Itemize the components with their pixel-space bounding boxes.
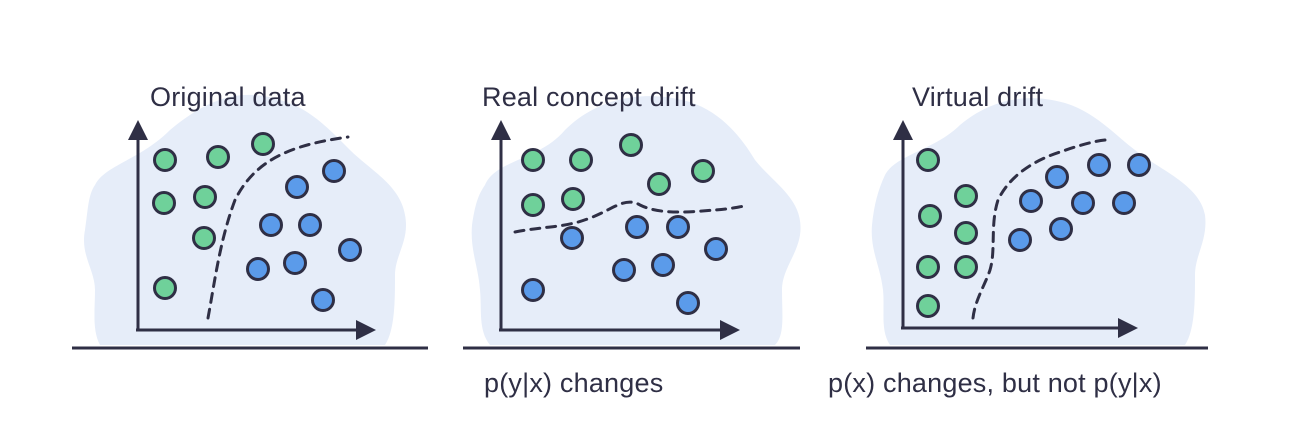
blue-point bbox=[283, 251, 307, 275]
blue-point bbox=[704, 237, 728, 261]
background-blob bbox=[871, 98, 1206, 345]
panel-title-original: Original data bbox=[150, 82, 306, 112]
blue-point bbox=[560, 226, 584, 250]
axis-arrow-icon bbox=[1118, 318, 1138, 338]
blue-point bbox=[1045, 165, 1069, 189]
green-point bbox=[153, 148, 177, 172]
panel-title-virtual-drift: Virtual drift bbox=[912, 82, 1044, 112]
green-point bbox=[206, 145, 230, 169]
blue-point bbox=[1127, 153, 1151, 177]
axis-arrow-icon bbox=[893, 120, 913, 140]
green-point bbox=[521, 193, 545, 217]
green-point bbox=[619, 133, 643, 157]
dashed-boundary bbox=[971, 138, 1107, 320]
blue-point bbox=[666, 215, 690, 239]
green-point bbox=[561, 187, 585, 211]
points-blue bbox=[1008, 153, 1151, 252]
blue-point bbox=[1049, 217, 1073, 241]
green-point bbox=[251, 132, 275, 156]
panel-virtual-drift bbox=[866, 98, 1208, 350]
panel-title-real-drift: Real concept drift bbox=[482, 82, 696, 112]
green-point bbox=[954, 184, 978, 208]
caption-virtual-drift: p(x) changes, but not p(y|x) bbox=[828, 368, 1162, 398]
blue-point bbox=[285, 175, 309, 199]
blue-point bbox=[676, 291, 700, 315]
axis-arrow-icon bbox=[356, 320, 376, 340]
blue-point bbox=[311, 288, 335, 312]
blue-point bbox=[1019, 189, 1043, 213]
points-green bbox=[916, 148, 978, 318]
green-point bbox=[916, 255, 940, 279]
axis-arrow-icon bbox=[128, 120, 148, 140]
blue-point bbox=[625, 215, 649, 239]
green-point bbox=[916, 294, 940, 318]
panel-real-drift bbox=[463, 96, 801, 350]
green-point bbox=[569, 148, 593, 172]
blue-point bbox=[298, 213, 322, 237]
green-point bbox=[916, 148, 940, 172]
blue-point bbox=[521, 278, 545, 302]
green-point bbox=[647, 172, 671, 196]
green-point bbox=[954, 221, 978, 245]
green-point bbox=[193, 185, 217, 209]
points-blue bbox=[521, 215, 728, 315]
green-point bbox=[521, 148, 545, 172]
green-point bbox=[152, 191, 176, 215]
blue-point bbox=[338, 238, 362, 262]
caption-real-drift: p(y|x) changes bbox=[484, 368, 664, 398]
green-point bbox=[153, 276, 177, 300]
blue-point bbox=[1071, 191, 1095, 215]
axis-arrow-icon bbox=[720, 320, 740, 340]
green-point bbox=[691, 159, 715, 183]
points-green bbox=[152, 132, 275, 300]
dashed-boundary bbox=[206, 135, 350, 320]
blue-point bbox=[1008, 228, 1032, 252]
blue-point bbox=[651, 253, 675, 277]
points-green bbox=[521, 133, 715, 217]
green-point bbox=[192, 226, 216, 250]
axes bbox=[491, 120, 740, 340]
green-point bbox=[918, 204, 942, 228]
blue-point bbox=[1087, 153, 1111, 177]
blue-point bbox=[612, 258, 636, 282]
axes bbox=[893, 120, 1138, 338]
points-blue bbox=[246, 159, 362, 312]
blue-point bbox=[322, 159, 346, 183]
blue-point bbox=[246, 257, 270, 281]
dashed-boundary bbox=[513, 200, 747, 234]
blue-point bbox=[259, 213, 283, 237]
green-point bbox=[954, 255, 978, 279]
blue-point bbox=[1112, 191, 1136, 215]
panel-original bbox=[72, 94, 428, 350]
axis-arrow-icon bbox=[491, 120, 511, 140]
axes bbox=[128, 120, 376, 340]
